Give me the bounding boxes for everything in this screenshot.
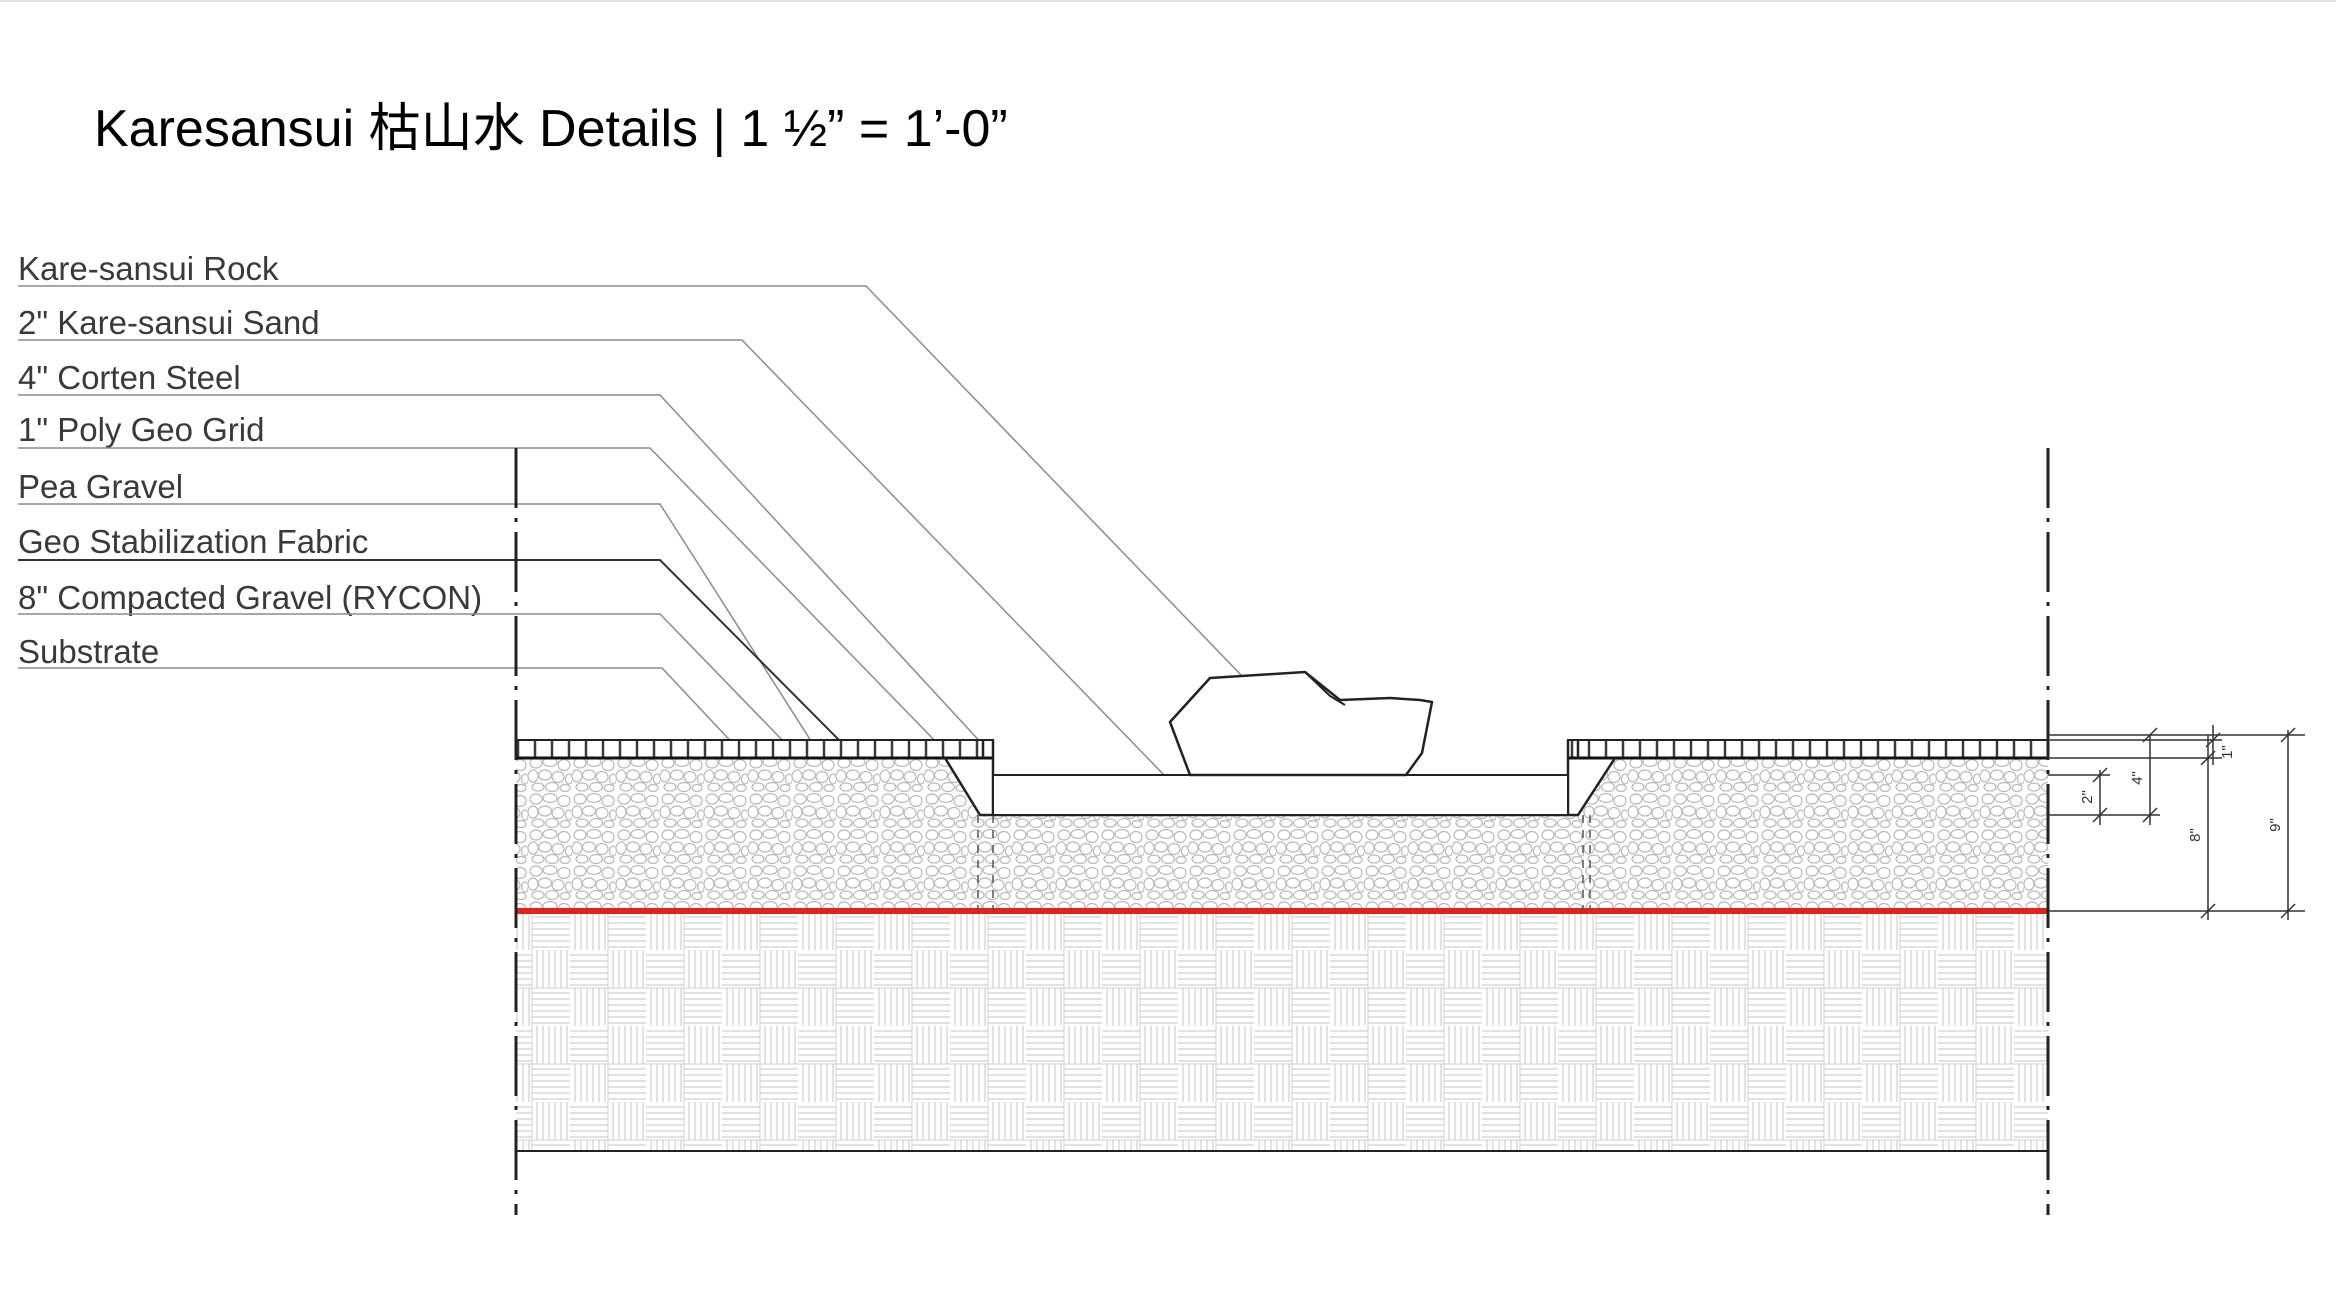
label-substrate: Substrate [18, 633, 160, 670]
label-karesansui-rock: Kare-sansui Rock [18, 250, 279, 287]
substrate-hatch [516, 911, 2048, 1151]
dim-2in: 2" [2079, 790, 2096, 804]
leader-lines [18, 285, 1243, 949]
label-poly-geo-grid: 1" Poly Geo Grid [18, 411, 265, 448]
label-pea-gravel: Pea Gravel [18, 468, 184, 505]
dim-9in: 9" [2267, 818, 2284, 832]
geo-grid-left [515, 739, 994, 759]
label-karesansui-sand: 2" Kare-sansui Sand [18, 304, 320, 341]
dim-1in: 1" [2219, 745, 2236, 759]
gravel-layer [516, 758, 2048, 911]
dim-4in: 4" [2129, 771, 2146, 785]
dimension-lines [2048, 725, 2305, 920]
steel-dashed-lines [977, 815, 1591, 911]
drawing-title: Karesansui 枯山水 Details | 1 ½” = 1’-0” [94, 100, 1008, 158]
top-border [0, 0, 2336, 2]
dim-8in: 8" [2187, 828, 2204, 842]
label-corten-steel: 4" Corten Steel [18, 359, 241, 396]
label-compacted-gravel: 8" Compacted Gravel (RYCON) [18, 579, 483, 616]
break-lines [514, 448, 2050, 1215]
karesansui-rock [1168, 670, 1434, 777]
geo-grid-right [1567, 739, 2049, 759]
label-geo-stabilization-fabric: Geo Stabilization Fabric [18, 523, 369, 560]
sand-layer [992, 774, 1569, 816]
